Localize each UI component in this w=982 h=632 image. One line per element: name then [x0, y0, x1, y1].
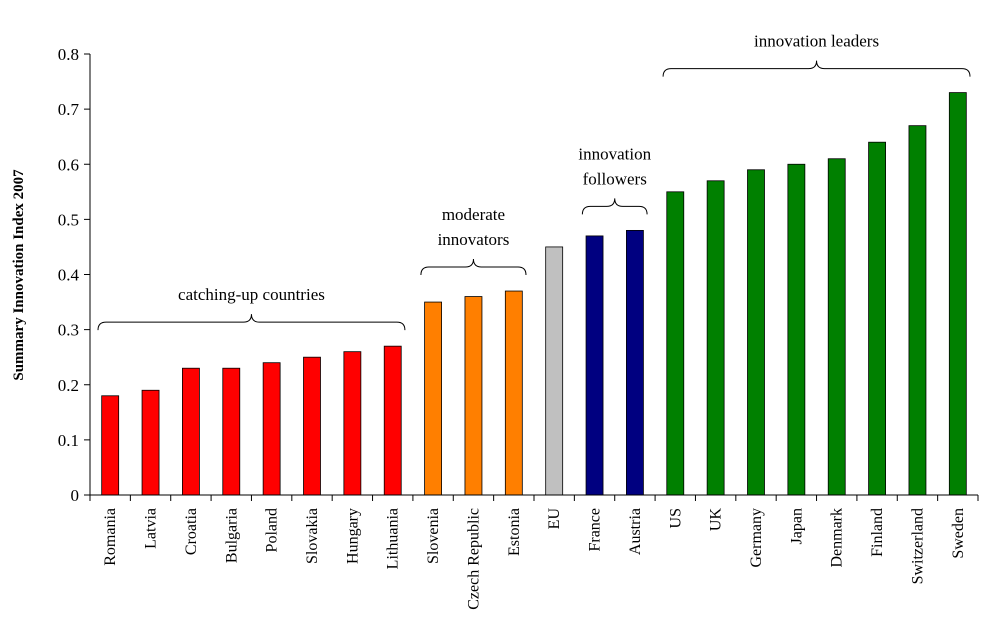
bar-switzerland — [908, 125, 927, 496]
bar-eu — [545, 246, 564, 496]
x-tick-label: Bulgaria — [223, 508, 240, 563]
y-tick-label: 0.1 — [58, 431, 79, 450]
y-tick-label: 0 — [71, 486, 80, 505]
group-brace — [420, 259, 527, 276]
x-tick-label: Slovakia — [304, 508, 321, 564]
x-tick-label: Sweden — [950, 508, 967, 559]
bar-estonia — [504, 290, 523, 496]
x-tick-label: Switzerland — [909, 508, 926, 584]
y-tick-label: 0.3 — [58, 321, 79, 340]
group-label: moderate — [442, 205, 505, 224]
bar-france — [585, 235, 604, 496]
bar-uk — [706, 180, 725, 496]
y-tick-label: 0.7 — [58, 100, 80, 119]
x-tick-label: Lithuania — [385, 508, 402, 569]
x-tick-label: Romania — [102, 508, 119, 566]
bar-finland — [868, 141, 886, 496]
group-label: innovation — [578, 144, 651, 163]
y-tick-label: 0.4 — [58, 266, 80, 285]
x-tick-label: US — [667, 508, 684, 528]
bar-austria — [626, 229, 644, 496]
y-tick-label: 0.8 — [58, 45, 79, 64]
bar-slovenia — [424, 301, 442, 496]
bar-croatia — [182, 367, 200, 496]
x-tick-label: Austria — [627, 508, 644, 555]
bar-japan — [787, 163, 806, 496]
bar-latvia — [141, 389, 160, 496]
bars — [101, 92, 967, 496]
bar-slovakia — [303, 356, 321, 496]
bar-denmark — [827, 158, 846, 496]
x-tick-label: Germany — [748, 508, 765, 568]
x-tick-label: Slovenia — [425, 508, 442, 564]
x-tick-label: Croatia — [183, 508, 200, 555]
y-axis-label: Summary Innovation Index 2007 — [11, 169, 27, 381]
bar-hungary — [343, 351, 362, 496]
bar-sweden — [948, 92, 967, 496]
group-brace — [97, 314, 406, 331]
group-label: innovators — [438, 230, 510, 249]
bar-poland — [262, 362, 281, 496]
y-tick-label: 0.6 — [58, 155, 79, 174]
bar-lithuania — [383, 345, 402, 496]
x-tick-label: Czech Republic — [465, 508, 482, 610]
group-brace — [581, 198, 648, 215]
x-axis: Romania Latvia Croatia Bulgaria Poland Slovak… — [89, 494, 979, 610]
group-annotations: catching-up countries moderate innovators i… — [97, 32, 971, 331]
bar-romania — [101, 395, 120, 496]
x-tick-label: Japan — [788, 508, 805, 544]
bar-germany — [747, 169, 765, 496]
bar-us — [666, 191, 685, 496]
x-tick-label: Finland — [869, 508, 886, 557]
y-tick-label: 0.5 — [58, 210, 79, 229]
group-brace — [662, 60, 971, 77]
x-tick-label: France — [587, 508, 604, 552]
bar-czech-republic — [464, 296, 483, 496]
x-tick-label: Denmark — [829, 508, 846, 568]
y-axis: 0 0.1 0.2 0.3 0.4 0.5 0.6 0.7 0.8 — [58, 45, 91, 505]
x-tick-label: Latvia — [143, 508, 160, 549]
y-tick-label: 0.2 — [58, 376, 79, 395]
x-tick-label: Estonia — [506, 508, 523, 556]
group-label: followers — [583, 169, 647, 188]
group-label: catching-up countries — [178, 285, 325, 304]
x-tick-label: UK — [708, 508, 725, 532]
x-tick-label: Poland — [264, 508, 281, 552]
x-tick-label: EU — [546, 508, 563, 530]
bar-bulgaria — [222, 367, 241, 496]
x-tick-label: Hungary — [344, 508, 361, 564]
group-label: innovation leaders — [754, 32, 879, 51]
